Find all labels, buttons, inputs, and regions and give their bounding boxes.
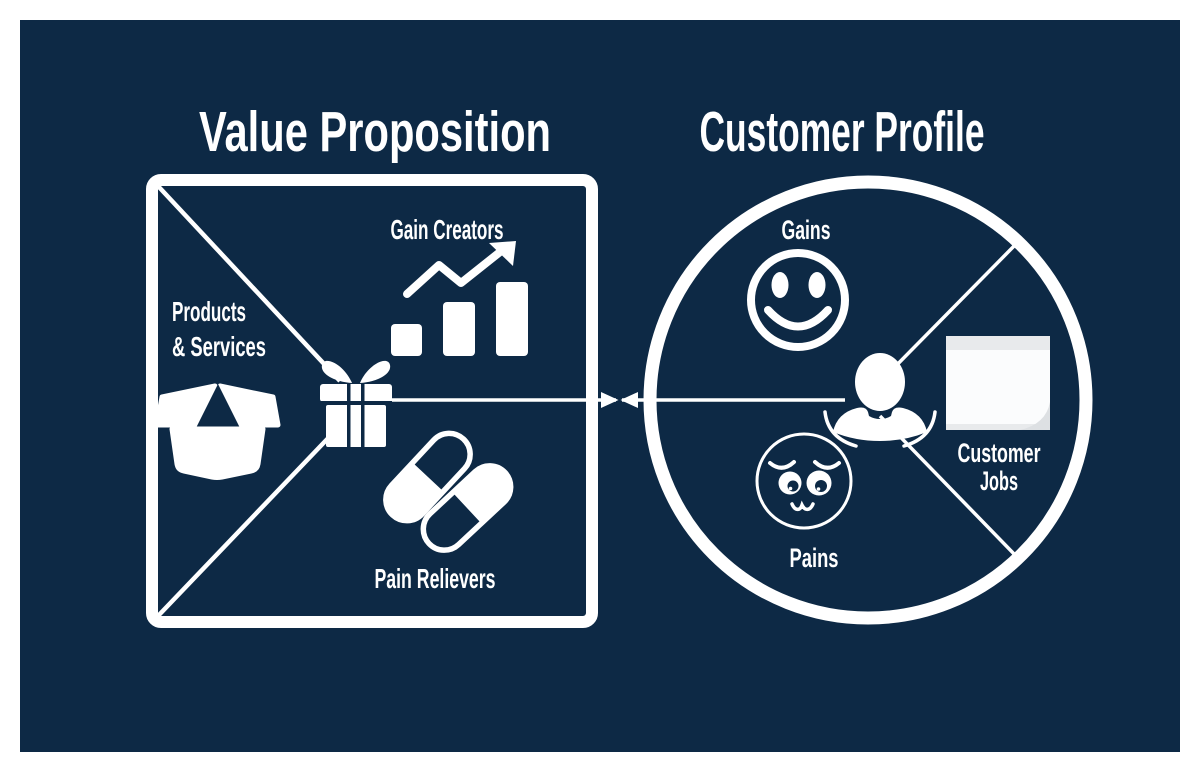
open-box-icon [154,383,281,480]
pains-label: Pains [790,543,839,573]
square-divider-lines [156,184,616,618]
pills-icon [383,430,514,553]
left-arrowhead-icon [620,392,638,408]
person-icon [823,353,937,448]
sticky-note-icon [946,336,1050,430]
pain-relievers-label: Pain Relievers [375,563,496,594]
divider-bottom-left-line [156,430,336,618]
value-proposition-title: Value Proposition [199,100,551,164]
customer-profile-title: Customer Profile [700,100,985,164]
divider-top-left-line [156,184,342,383]
circle-divider-lines [622,240,1020,560]
divider-upper-right-line [876,240,1020,386]
customer-profile-section: Customer Profile [620,100,1093,625]
growth-chart-icon [391,241,528,356]
value-proposition-section: Value Proposition [146,100,619,628]
worried-face-icon [755,432,853,530]
customer-jobs-label: Customer [958,438,1041,468]
gift-icon [320,360,392,447]
right-arrowhead-icon [601,392,619,408]
gain-creators-label: Gain Creators [391,214,504,245]
gains-label: Gains [782,215,831,245]
products-services-label-line2: & Services [172,331,266,362]
customer-jobs-label-line2: Jobs [980,466,1018,496]
smiley-face-icon [747,249,849,351]
products-services-label: Products [172,296,246,327]
divider-lower-right-line [878,414,1020,560]
